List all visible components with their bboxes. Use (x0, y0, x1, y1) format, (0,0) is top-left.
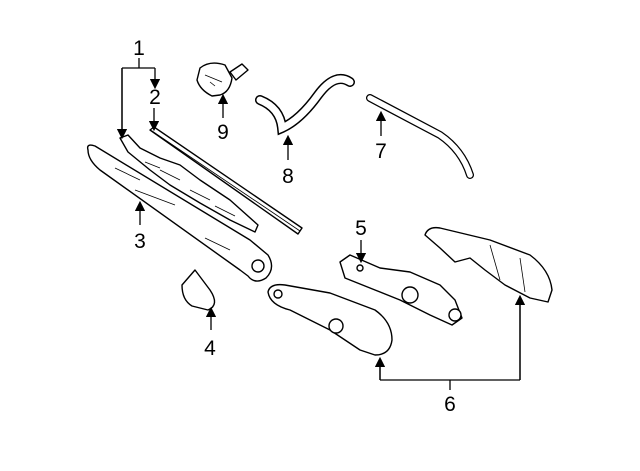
callout-2: 2 (149, 86, 161, 109)
callout-8: 8 (282, 165, 294, 188)
callout-6: 6 (444, 393, 456, 416)
motor-cover-upper (424, 226, 553, 303)
motor-cover-lower (267, 283, 393, 356)
callout-7: 7 (375, 140, 387, 163)
arm-cap (181, 269, 216, 311)
callout-9: 9 (217, 121, 229, 144)
leader-lines (116, 58, 526, 390)
callout-1: 1 (133, 37, 145, 60)
washer-nozzle (196, 62, 249, 97)
wiper-blade-assembly (119, 134, 259, 233)
washer-hose-long (366, 94, 474, 179)
callout-5: 5 (355, 217, 367, 240)
wiper-arm (86, 144, 273, 282)
wiper-motor (339, 254, 463, 326)
callout-3: 3 (134, 230, 146, 253)
washer-hose-short (255, 74, 355, 136)
callout-4: 4 (204, 337, 216, 360)
